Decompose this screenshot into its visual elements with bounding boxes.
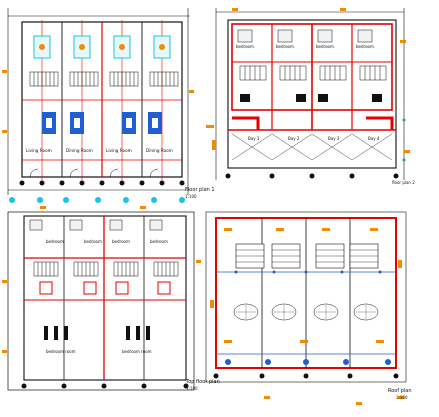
plan3-room-label: bedroom — [84, 239, 102, 244]
plan2-room-label: bedroom — [236, 44, 254, 49]
plan3-caption: Top floor plan — [185, 379, 220, 385]
plan3-footer-label: bedroom room — [46, 349, 76, 354]
plan2-room-label: bedroom — [356, 44, 374, 49]
roof-scale: 1:100 — [396, 395, 408, 400]
plan3-room-label: bedroom — [150, 239, 168, 244]
plan1-room-label: Dining Room — [66, 148, 93, 153]
plan1-room-label: Living Room — [106, 148, 132, 153]
plan3-room-label: bedroom — [112, 239, 130, 244]
plan2-room-label: bedroom — [316, 44, 334, 49]
plan3-footer-label: bedroom room — [122, 349, 152, 354]
floor-plan-2: bedroom bedroom bedroom bedroom Bay 1 Ba… — [206, 8, 415, 185]
plan2-bay-label: Bay 1 — [248, 136, 260, 141]
plan3-room-label: bedroom — [46, 239, 64, 244]
plan1-room-label: Dining Room — [146, 148, 173, 153]
plan2-room-label: bedroom — [276, 44, 294, 49]
plan1-caption: Floor plan 1 — [185, 187, 215, 193]
plan1-room-label: Living Room — [26, 148, 52, 153]
floor-plan-1: Living Room Dining Room Living Room Dini… — [2, 8, 215, 203]
plan2-caption: floor plan 2 — [392, 180, 415, 185]
plan3-scale: 1:100 — [186, 386, 198, 391]
floor-plan-3: bedroom bedroom bedroom bedroom bedroom … — [2, 206, 220, 391]
plan2-bay-label: Bay 2 — [288, 136, 300, 141]
plan2-bay-label: Bay 4 — [368, 136, 380, 141]
roof-plan: Roof plan 1:100 — [205, 211, 412, 405]
plan1-scale: 1:100 — [185, 194, 197, 199]
roof-caption: Roof plan — [388, 388, 412, 394]
plan2-bay-label: Bay 3 — [328, 136, 340, 141]
